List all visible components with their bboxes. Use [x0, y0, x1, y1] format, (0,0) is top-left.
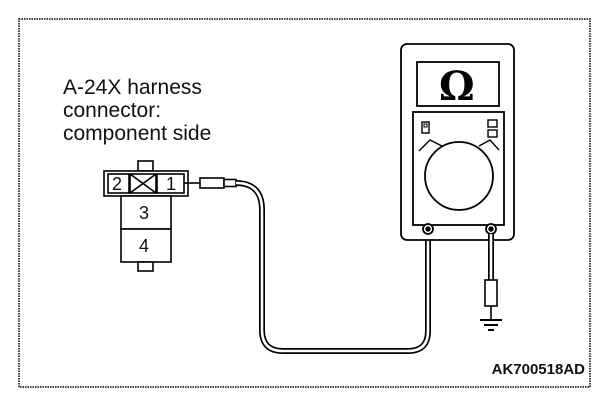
empty-cell-cross-b — [129, 173, 157, 194]
meter-indicator-right-b — [487, 129, 498, 138]
harness-connector — [103, 160, 189, 272]
probe-body — [199, 177, 225, 189]
connector-bottom-tab — [137, 261, 154, 272]
pin-cell-4 — [120, 228, 172, 263]
meter-scale-arc — [418, 139, 443, 152]
test-lead-wire — [235, 180, 431, 354]
ground-lead — [480, 234, 502, 331]
test-probe — [184, 177, 237, 189]
diagram-frame — [18, 18, 591, 388]
connector-label-line-1: A-24X harness — [63, 76, 202, 99]
ohmmeter — [400, 43, 515, 241]
ohm-symbol: Ω — [439, 63, 475, 110]
connector-label-line-2: connector: — [63, 99, 161, 122]
meter-indicator-left-b — [423, 123, 428, 128]
meter-display — [416, 61, 500, 107]
pin-cell-3 — [120, 195, 172, 230]
pin-cell-2 — [107, 173, 130, 194]
connector-lock-tab — [137, 160, 154, 172]
test-lead-wire-inner — [235, 181, 430, 353]
meter-indicator-right-a — [487, 119, 498, 128]
meter-scale-arc-right — [478, 139, 500, 151]
pin-label-1: 1 — [166, 174, 176, 194]
pin-label-3: 3 — [139, 203, 149, 223]
ground-probe-body — [484, 279, 498, 307]
meter-jack-com-center — [425, 226, 431, 232]
pin-label-2: 2 — [112, 174, 122, 194]
pin-label-4: 4 — [139, 236, 149, 256]
meter-jack-ohm-center — [488, 226, 494, 232]
connector-label-line-3: component side — [63, 122, 211, 145]
meter-dial — [424, 141, 494, 211]
figure-code: AK700518AD — [492, 361, 586, 378]
probe-grip — [223, 178, 237, 188]
